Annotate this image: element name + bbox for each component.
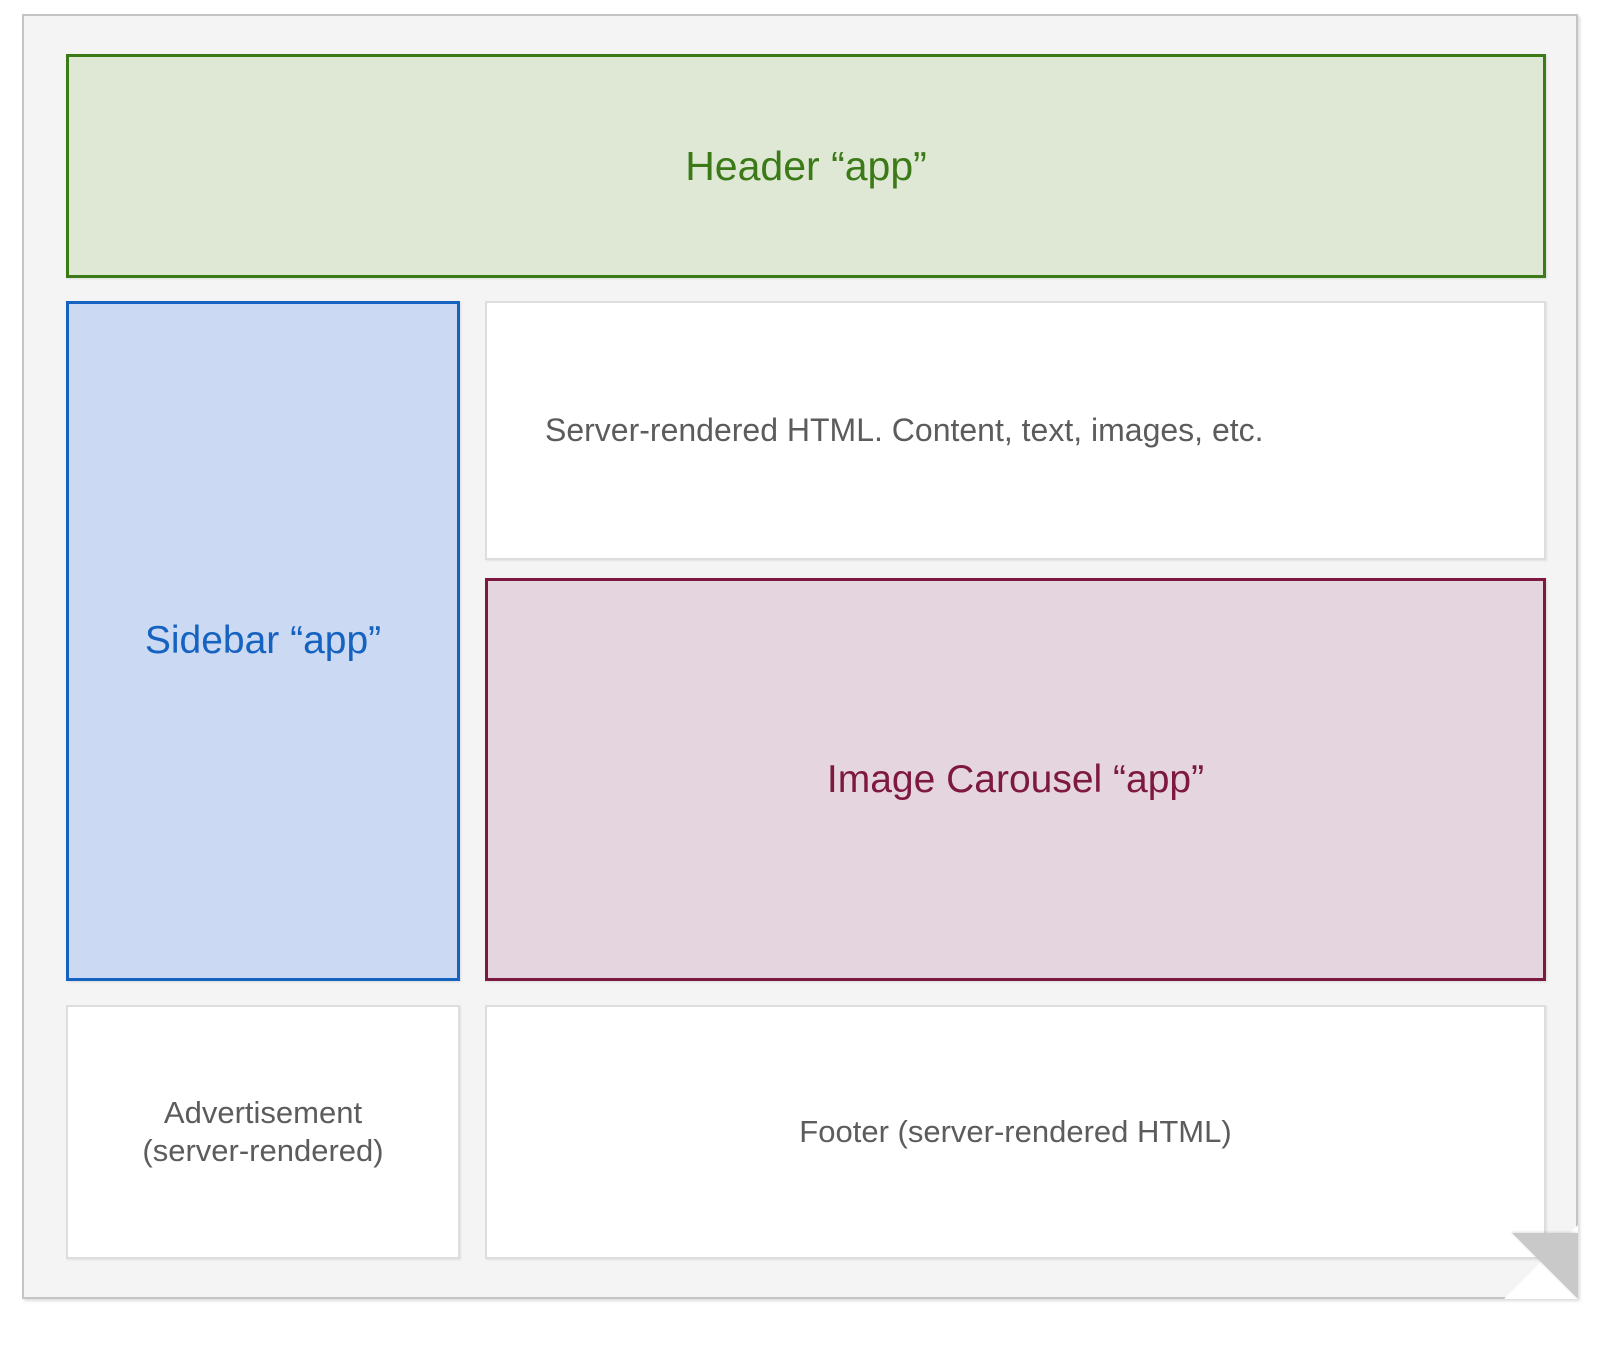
block-server-rendered-content: Server-rendered HTML. Content, text, ima… [485, 301, 1546, 560]
block-image-carousel-app: Image Carousel “app” [485, 578, 1546, 981]
block-advertisement-label: Advertisement (server-rendered) [142, 1095, 384, 1168]
block-image-carousel-app-label: Image Carousel “app” [826, 757, 1205, 801]
block-sidebar-app: Sidebar “app” [66, 301, 460, 981]
page-frame: Header “app” Sidebar “app” Server-render… [22, 14, 1578, 1299]
block-sidebar-app-label: Sidebar “app” [144, 619, 382, 663]
block-footer: Footer (server-rendered HTML) [485, 1005, 1546, 1259]
block-header-app: Header “app” [66, 54, 1546, 278]
block-advertisement: Advertisement (server-rendered) [66, 1005, 460, 1259]
block-server-rendered-content-label: Server-rendered HTML. Content, text, ima… [545, 411, 1264, 448]
block-header-app-label: Header “app” [685, 142, 927, 189]
block-footer-label: Footer (server-rendered HTML) [799, 1114, 1232, 1150]
